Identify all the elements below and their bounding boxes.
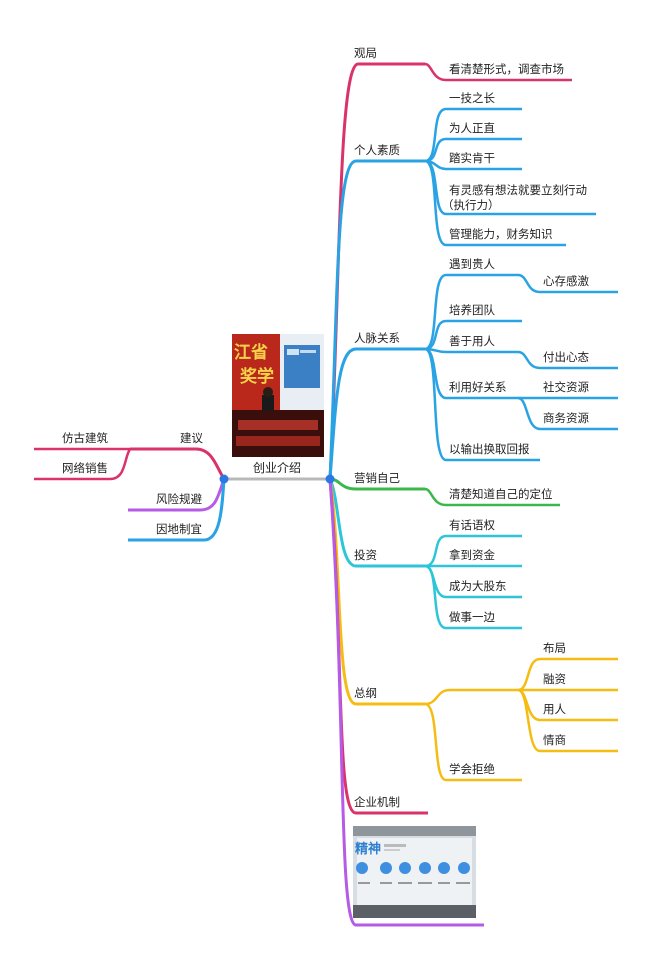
branch-local[interactable]: 因地制宜 [128, 478, 226, 542]
leaf-label: 布局 [543, 641, 566, 655]
center-label: 创业介绍 [253, 461, 301, 475]
branch-invest[interactable]: 投资 有话语权 拿到资金 成为大股东 做事一边 [328, 478, 522, 630]
branch-marketing[interactable]: 营销自己 清楚知道自己的定位 [329, 471, 560, 507]
branch-label: 建议 [180, 431, 203, 445]
branch-label: 企业机制 [354, 795, 400, 809]
leaf-label: 情商 [543, 733, 566, 747]
branch-risk[interactable]: 风险规避 [128, 478, 226, 512]
branch-jianyi[interactable]: 建议 仿古建筑 网络销售 [34, 431, 226, 481]
branch-label: 因地制宜 [156, 522, 202, 536]
leaf-label: 看清楚形式，调查市场 [449, 62, 564, 76]
photo-heading: 精神 [355, 841, 381, 857]
leaf-label: 用人 [543, 702, 566, 716]
leaf-label: 利用好关系 [449, 380, 507, 394]
leaf-label: 管理能力，财务知识 [449, 227, 553, 241]
leaf-label: 融资 [543, 672, 566, 686]
leaf-label: 培养团队 [449, 303, 495, 317]
leaf-label: 付出心态 [543, 350, 589, 364]
leaf-label: 清楚知道自己的定位 [449, 487, 553, 501]
leaf-label: 仿古建筑 [62, 431, 108, 445]
right-hub-dot [325, 474, 335, 484]
leaf-label: 善于用人 [449, 334, 495, 348]
branch-mechanism[interactable]: 企业机制 [328, 478, 428, 815]
circle-icon-6 [458, 862, 470, 874]
leaf-label: 网络销售 [62, 461, 108, 475]
leaf-label-line2: （执行力） [442, 198, 500, 212]
bottom-photo: 精神 [353, 826, 476, 918]
circle-icon-3 [399, 862, 411, 874]
branch-label: 人脉关系 [354, 331, 400, 345]
branch-label: 观局 [354, 46, 377, 60]
left-hub-dot [219, 474, 229, 484]
branch-photo[interactable]: 精神 [328, 478, 484, 927]
leaf-label: 商务资源 [543, 411, 589, 425]
circle-icon-4 [419, 862, 431, 874]
circle-icon-2 [380, 862, 392, 874]
branch-label: 个人素质 [354, 143, 400, 157]
leaf-label: 心存感激 [543, 274, 589, 288]
circle-icon-1 [356, 862, 368, 874]
leaf-label: 有话语权 [449, 518, 495, 532]
leaf-label: 有灵感有想法就要立刻行动 [449, 183, 587, 197]
svg-text:奖学: 奖学 [240, 366, 274, 387]
branch-personal[interactable]: 个人素质 一技之长 为人正直 踏实肯干 有灵感有想法就要立刻行动 （执行力） 管… [328, 91, 596, 480]
leaf-label: 社交资源 [543, 380, 589, 394]
leaf-label: 踏实肯干 [449, 151, 495, 165]
center-photo: 江省 奖学 [232, 334, 324, 457]
branch-label: 风险规避 [156, 492, 202, 506]
leaf-label: 做事一边 [449, 610, 495, 624]
branch-label: 投资 [354, 548, 377, 562]
center-node[interactable]: 江省 奖学 创业介绍 [224, 334, 330, 481]
leaf-label: 为人正直 [449, 121, 495, 135]
leaf-label: 遇到贵人 [449, 257, 495, 271]
leaf-label: 以输出换取回报 [449, 442, 530, 456]
branch-network[interactable]: 人脉关系 遇到贵人 心存感激 培养团队 善于用人 付出心态 利用好关系 社交资源… [328, 257, 618, 480]
circle-icon-5 [438, 862, 450, 874]
leaf-label: 拿到资金 [449, 548, 495, 562]
branch-label: 营销自己 [354, 471, 400, 485]
branch-label: 总纲 [354, 686, 377, 700]
leaf-label: 成为大股东 [449, 579, 507, 593]
leaf-label: 一技之长 [449, 91, 495, 105]
photo-banner-text: 江省 [234, 342, 268, 363]
leaf-label: 学会拒绝 [449, 762, 495, 776]
